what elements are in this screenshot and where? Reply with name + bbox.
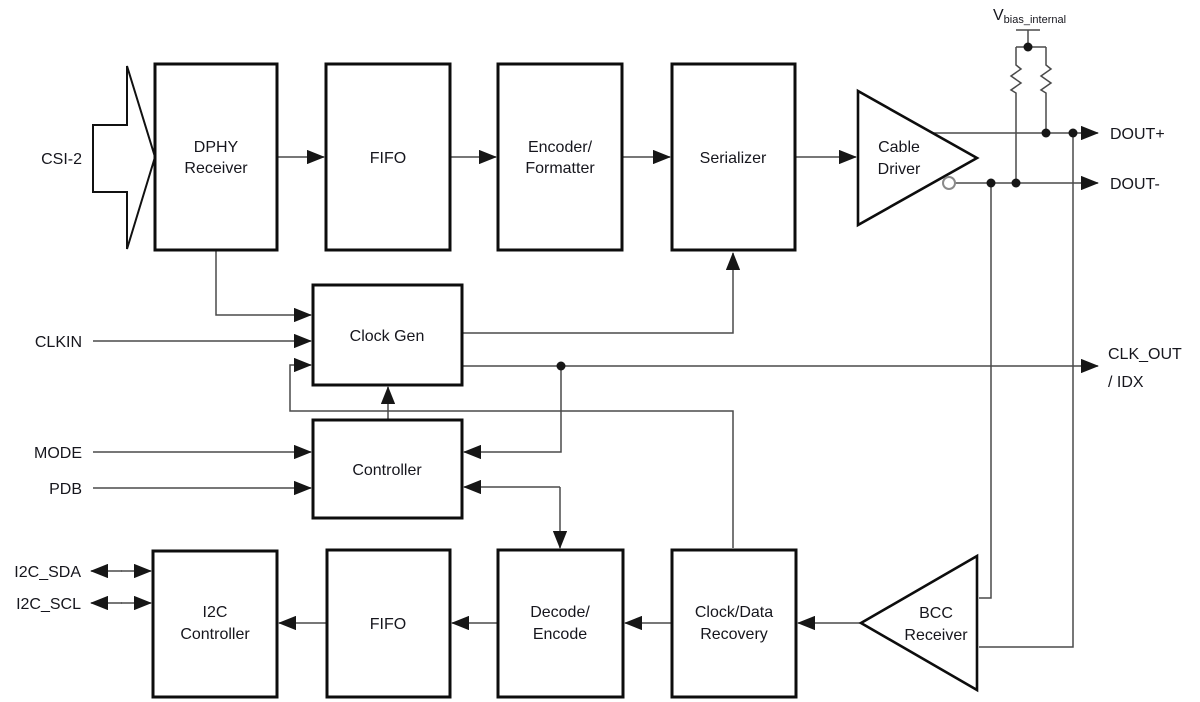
block-decode-encode	[496, 548, 625, 699]
label-i2c-line1: I2C	[203, 604, 228, 621]
cable-driver-triangle	[856, 88, 980, 228]
label-decode-line2: Encode	[533, 626, 587, 643]
port-label-csi2: CSI-2	[41, 151, 82, 168]
port-label-clkout-line1: CLK_OUT	[1108, 346, 1182, 363]
label-controller: Controller	[352, 462, 422, 479]
block-dphy-receiver	[153, 62, 279, 252]
port-label-mode: MODE	[34, 445, 82, 462]
inverting-bubble	[942, 176, 956, 190]
label-cable-driver-line1: Cable	[878, 139, 920, 156]
wire-clockgen-to-serializer	[462, 252, 741, 334]
block-i2c-controller	[151, 549, 279, 699]
junction-dot-clkout-branch	[556, 361, 566, 371]
junction-dot-doutplus-tap	[1068, 128, 1078, 138]
wire-doutminus-tap-to-bcc	[979, 183, 992, 599]
wire-dphy-to-clockgen	[215, 249, 312, 323]
label-i2c-line2: Controller	[180, 626, 250, 643]
port-label-dout-plus: DOUT+	[1110, 126, 1165, 143]
block-controller	[311, 418, 464, 520]
port-label-pdb: PDB	[49, 481, 82, 498]
resistor-left	[1009, 47, 1023, 183]
label-cable-driver-line2: Driver	[878, 161, 921, 178]
label-encoder-line1: Encoder/	[528, 139, 593, 156]
port-label-clkout-line2: / IDX	[1108, 374, 1144, 391]
port-label-i2c-scl: I2C_SCL	[16, 596, 81, 613]
label-serializer: Serializer	[700, 150, 767, 167]
block-fifo-top	[324, 62, 452, 252]
block-clock-data-recovery	[670, 548, 798, 699]
port-label-dout-minus: DOUT-	[1110, 176, 1160, 193]
junction-dot-doutplus-resistor	[1041, 128, 1051, 138]
block-encoder-formatter	[496, 62, 624, 252]
wire-doutplus-tap-to-bcc	[979, 133, 1074, 648]
label-dphy-line2: Receiver	[184, 160, 248, 177]
junction-dot-doutminus-tap	[986, 178, 996, 188]
block-serializer	[670, 62, 797, 252]
block-clock-gen	[311, 283, 464, 387]
wire-cdr-feedback-to-clockgen	[289, 357, 734, 548]
label-cdr-line2: Recovery	[700, 626, 768, 643]
port-label-vbias: Vbias_internal	[993, 7, 1066, 26]
label-fifo-top: FIFO	[370, 150, 406, 167]
label-fifo-bottom: FIFO	[370, 616, 406, 633]
label-encoder-line2: Formatter	[525, 160, 595, 177]
label-bcc-line2: Receiver	[904, 627, 968, 644]
label-decode-line1: Decode/	[530, 604, 590, 621]
wire-clkline-to-controller	[463, 366, 562, 460]
label-clock-gen: Clock Gen	[350, 328, 425, 345]
block-fifo-bottom	[325, 548, 452, 699]
port-label-clkin: CLKIN	[35, 334, 82, 351]
resistor-right	[1039, 47, 1053, 133]
junction-dot-doutminus-resistor	[1011, 178, 1021, 188]
port-label-i2c-sda: I2C_SDA	[14, 564, 81, 581]
label-dphy-line1: DPHY	[194, 139, 239, 156]
junction-dot-vbias	[1023, 42, 1033, 52]
csi2-input-arrow-shape	[92, 65, 157, 250]
bcc-receiver-triangle	[858, 553, 979, 693]
label-bcc-line1: BCC	[919, 605, 953, 622]
label-cdr-line1: Clock/Data	[695, 604, 773, 621]
